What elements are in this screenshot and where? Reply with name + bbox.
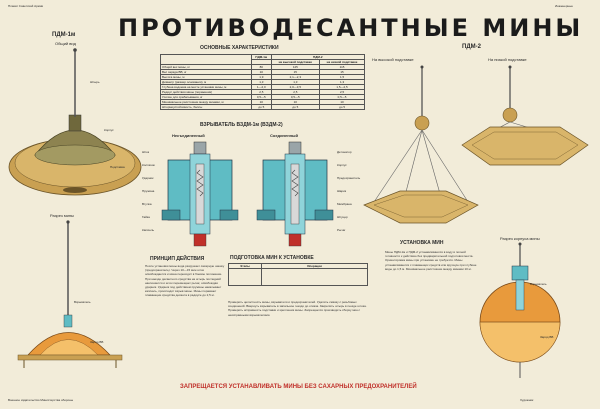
callout-stand: Подставка [110,165,125,169]
fuze-part-label: Корпус [337,163,347,167]
fuze-part-label: Рычаг [337,228,346,232]
installation-text: Мины ПДМ-1м и ПДМ-2 устанавливаются в во… [385,250,477,271]
characteristic-value: до 5 [319,104,365,110]
header-right-note: Инженерные [555,4,573,8]
fuze-part-label: Капсюль [142,228,155,232]
fuze-part-label: Детонатор [337,150,352,154]
poster-title: ПРОТИВОДЕСАНТНЫЕ МИНЫ [118,14,584,42]
callout-fuze-right: Взрыватель [530,282,547,286]
pdm1m-general-view-label: Общий вид [55,41,76,46]
warning-banner: ЗАПРЕЩАЕТСЯ УСТАНАВЛИВАТЬ МИНЫ БЕЗ САХАР… [180,384,417,390]
fuze-part-label: Шарик [337,189,347,193]
pdm2-section-illustration [479,242,561,378]
fuze-connected-illustration [256,141,334,247]
prep-text: Проверить целостность мины, взрывателя и… [228,300,367,317]
header-left-note: Плакат Советской Армии [8,4,44,8]
pdm1m-section-illustration [17,220,123,368]
pdm1m-general-view-illustration [8,48,142,196]
fuze-heading: ВЗРЫВАТЕЛЬ ВЗДМ-1м (ВЗДМ-2) [200,122,283,128]
fuze-part-label: Шток [142,150,150,154]
prep-heading: ПОДГОТОВКА МИН К УСТАНОВКЕ [230,255,314,261]
pdm2-high-stand-illustration [363,65,479,224]
fuze-right-title: Соединенный [270,133,298,138]
characteristic-name: Штормоустойчивость, баллы [160,104,252,110]
fuze-part-label: Втулка [142,202,152,206]
pdm2-high-stand-label: На высокой подставке [372,57,414,62]
pdm2-section-label: Разрез корпуса мины [500,236,540,241]
installation-heading: УСТАНОВКА МИН [400,240,444,246]
pdm1m-section-label: Разрез мины [50,213,74,218]
pdm2-low-stand-illustration [461,65,589,166]
prep-table: Этапы Операции [228,263,368,286]
characteristic-value: до 5 [270,104,321,110]
characteristics-heading: ОСНОВНЫЕ ХАРАКТЕРИСТИКИ [200,45,279,51]
characteristics-row: Глубина водоема на месте установки мины,… [160,84,365,90]
fuze-part-label: Ударник [142,176,154,180]
characteristics-table: ПДМ-1м ПДМ-2 на высокой подставке на низ… [160,54,366,110]
fuze-part-label: Мембрана [337,202,352,206]
callout-pin: Штырь [90,80,100,84]
principle-heading: ПРИНЦИП ДЕЙСТВИЯ [150,256,205,262]
pdm2-low-stand-label: На низкой подставке [488,57,527,62]
fuze-unconnected-illustration [161,141,239,247]
characteristic-value: до 5 [251,104,272,110]
fuze-part-label: Пружина [142,189,155,193]
footer-right: Художник [520,398,534,402]
callout-charge-left: Заряд ВВ [90,340,104,344]
principle-text: После установки мины вода разрушает саха… [145,264,225,298]
pdm1m-heading: ПДМ-1м [52,32,76,38]
fuze-part-label: Гайка [142,215,150,219]
pdm2-heading: ПДМ-2 [462,44,481,50]
fuze-left-title: Несъединенный [172,133,205,138]
fuze-part-label: Колпачок [142,163,155,167]
fuze-part-label: Предохранитель [337,176,361,180]
callout-fuze-left: Взрыватель [74,300,91,304]
callout-body: Корпус [104,128,114,132]
footer-left: Военное издательство Министерства оборон… [8,398,74,402]
callout-charge-right: Заряд ВВ [540,335,554,339]
fuze-part-label: Штуцер [337,215,348,219]
